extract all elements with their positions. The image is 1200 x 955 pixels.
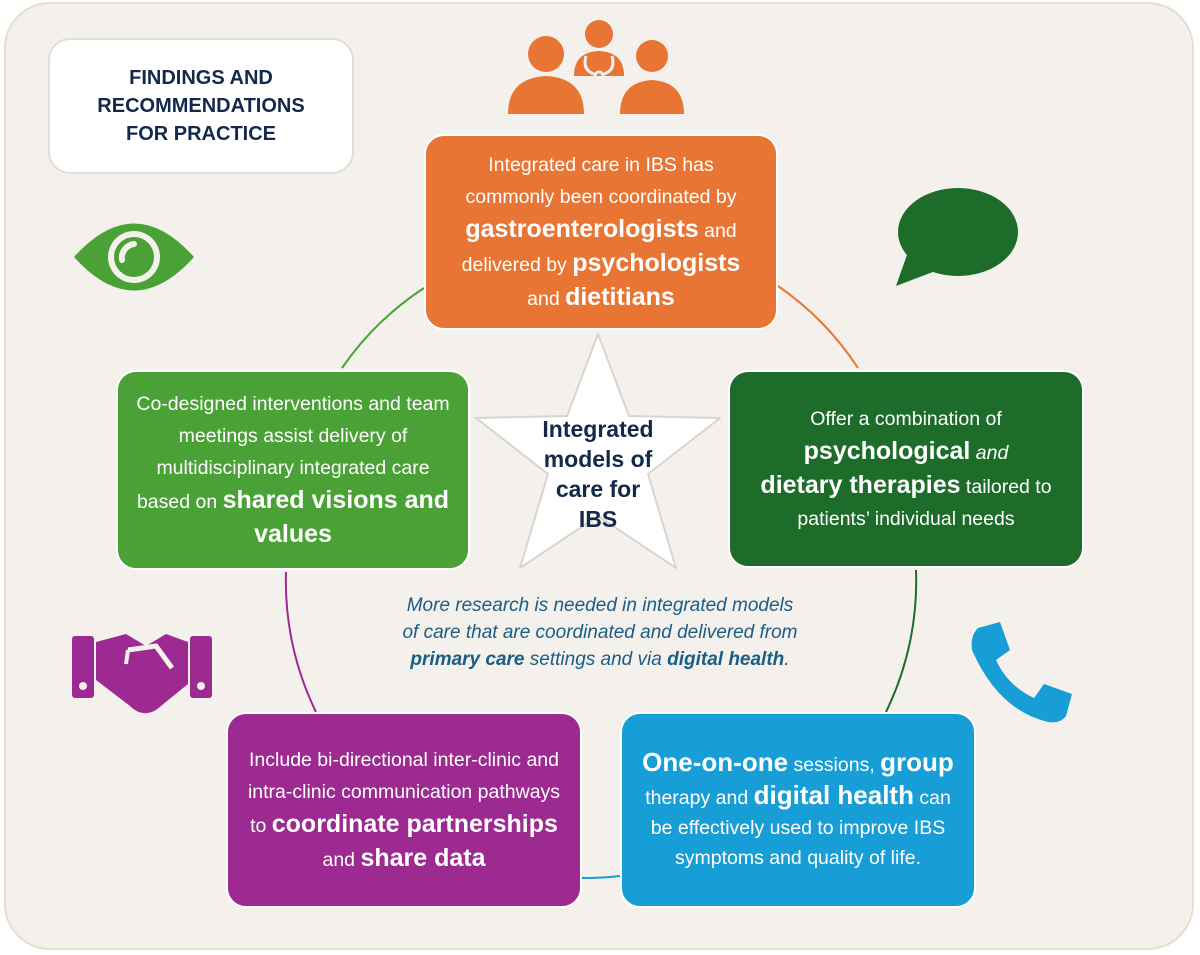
digital-health-highlight: digital health <box>753 780 914 810</box>
eye-icon <box>74 223 194 291</box>
phone-icon <box>971 622 1072 723</box>
sessions-text-3: can be effectively used to improve IBS s… <box>650 787 951 869</box>
center-line-3: care for <box>555 476 641 502</box>
coordination-box: Integrated care in IBS has commonly been… <box>424 134 778 330</box>
research-text-3: . <box>784 649 790 670</box>
coordinate-partnerships-highlight: coordinate partnerships <box>271 810 558 838</box>
therapies-text-2: tailored to patients’ individual needs <box>797 476 1052 530</box>
coordination-text-3: and <box>527 288 566 310</box>
title-line-2: RECOMMENDATIONS <box>97 95 305 117</box>
center-line-1: Integrated <box>542 416 654 442</box>
research-note: More research is needed in integrated mo… <box>400 592 800 673</box>
speech-bubble-icon <box>896 188 1018 286</box>
center-line-4: IBS <box>578 506 618 532</box>
psychologists-highlight: psychologists <box>572 249 741 277</box>
handshake-icon <box>72 634 212 714</box>
research-digital-health-highlight: digital health <box>667 649 785 670</box>
therapies-text-1: Offer a combination of <box>810 408 1002 430</box>
group-highlight: group <box>880 747 954 777</box>
arc-green-to-orange <box>341 287 425 369</box>
arc-blue-to-purple <box>581 875 621 880</box>
sessions-text-1: sessions, <box>788 754 881 776</box>
co-design-box: Co-designed interventions and team meeti… <box>116 370 470 570</box>
sessions-text-2: therapy and <box>645 787 754 809</box>
one-on-one-highlight: One-on-one <box>642 747 789 777</box>
co-design-text: Co-designed interventions and team meeti… <box>136 393 450 513</box>
gastroenterologists-highlight: gastroenterologists <box>465 215 699 243</box>
dietitians-highlight: dietitians <box>565 283 675 311</box>
primary-care-highlight: primary care <box>410 649 525 670</box>
research-text-2: settings and via <box>524 649 668 670</box>
arc-dkgreen-to-blue <box>885 569 918 713</box>
arc-orange-to-dkgreen <box>777 285 859 369</box>
title-line-1: FINDINGS AND <box>129 67 273 89</box>
research-text-1: More research is needed in integrated mo… <box>402 595 798 643</box>
findings-title-box: FINDINGS AND RECOMMENDATIONS FOR PRACTIC… <box>48 38 354 174</box>
communication-box: Include bi-directional inter-clinic and … <box>226 712 582 908</box>
dietary-therapies-highlight: dietary therapies <box>760 471 961 499</box>
therapies-box: Offer a combination of psychological and… <box>728 370 1084 568</box>
sessions-box: One-on-one sessions, group therapy and d… <box>620 712 976 908</box>
communication-text-2: and <box>322 849 361 871</box>
care-team-icon <box>508 20 684 114</box>
coordination-text-1: Integrated care in IBS has commonly been… <box>465 154 737 208</box>
share-data-highlight: share data <box>360 844 486 872</box>
shared-visions-highlight: shared visions and values <box>222 486 450 548</box>
title-line-3: FOR PRACTICE <box>126 123 276 145</box>
arc-purple-to-green <box>284 571 317 713</box>
communication-text-1: Include bi-directional inter-clinic and … <box>247 749 561 837</box>
center-line-2: models of <box>543 446 653 472</box>
coordination-text-2: and delivered by <box>461 220 737 276</box>
center-label: Integrated models of care for IBS <box>470 414 726 534</box>
psychological-highlight: psychological <box>803 437 971 465</box>
center-star <box>475 333 721 569</box>
and-italic: and <box>970 442 1009 464</box>
